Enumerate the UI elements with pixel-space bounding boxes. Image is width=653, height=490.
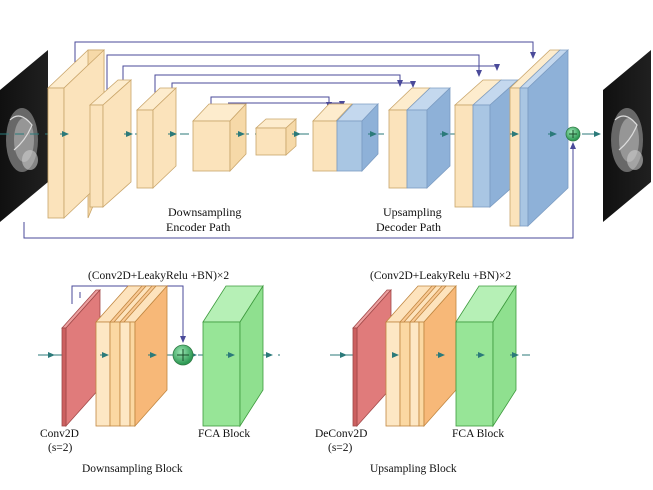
skip-connection-3b xyxy=(171,81,416,88)
fca-label-left: FCA Block xyxy=(198,428,250,440)
down-formula: (Conv2D+LeakyRelu +BN)×2 xyxy=(88,270,229,282)
decoder-blocks xyxy=(312,49,570,227)
add-node-top xyxy=(565,126,581,142)
decoder-block-1 xyxy=(312,102,379,173)
deconv2d-stride-label: (s=2) xyxy=(328,442,353,454)
encoder-blocks xyxy=(46,49,298,219)
up-formula: (Conv2D+LeakyRelu +BN)×2 xyxy=(370,270,511,282)
skip-connection-3 xyxy=(154,74,403,96)
bottleneck-block xyxy=(254,118,298,156)
conv2d-label: Conv2D xyxy=(40,428,79,440)
encoder-block-2 xyxy=(88,79,133,208)
fca-block-right xyxy=(455,284,517,428)
skip-connection-2b xyxy=(122,64,500,84)
encoder-label-line1: Downsampling xyxy=(168,205,241,219)
encoder-label-line2: Encoder Path xyxy=(166,220,230,234)
deconv2d-label: DeConv2D xyxy=(315,428,367,440)
conv2d-plate xyxy=(61,288,101,428)
fca-block-left xyxy=(202,284,264,428)
input-mri-image xyxy=(0,50,48,222)
output-mri-image xyxy=(603,50,651,222)
add-node-bottom xyxy=(172,344,194,366)
decoder-block-3 xyxy=(453,79,520,208)
decoder-block-4 xyxy=(508,49,570,227)
decoder-label-line1: Upsampling xyxy=(383,205,442,219)
conv-stack xyxy=(95,284,168,428)
downsampling-block-diagram: (Conv2D+LeakyRelu +BN)×2 Conv2D (s=2) FC… xyxy=(38,270,280,475)
upsampling-block-title: Upsampling Block xyxy=(370,463,457,475)
upsampling-block-diagram: (Conv2D+LeakyRelu +BN)×2 DeConv2D (s=2) … xyxy=(315,270,530,475)
fca-label-right: FCA Block xyxy=(452,428,504,440)
decoder-block-2 xyxy=(388,87,451,189)
decoder-label-line2: Decoder Path xyxy=(376,220,441,234)
downsampling-block-title: Downsampling Block xyxy=(82,463,183,475)
encoder-block-3 xyxy=(136,87,177,189)
skip-connection-1 xyxy=(74,41,536,70)
conv-stack-right xyxy=(385,284,457,428)
encoder-block-4 xyxy=(192,102,247,173)
deconv2d-plate xyxy=(352,288,392,428)
conv2d-stride-label: (s=2) xyxy=(48,442,73,454)
skip-connections xyxy=(23,41,576,239)
residual-connection xyxy=(23,142,576,239)
